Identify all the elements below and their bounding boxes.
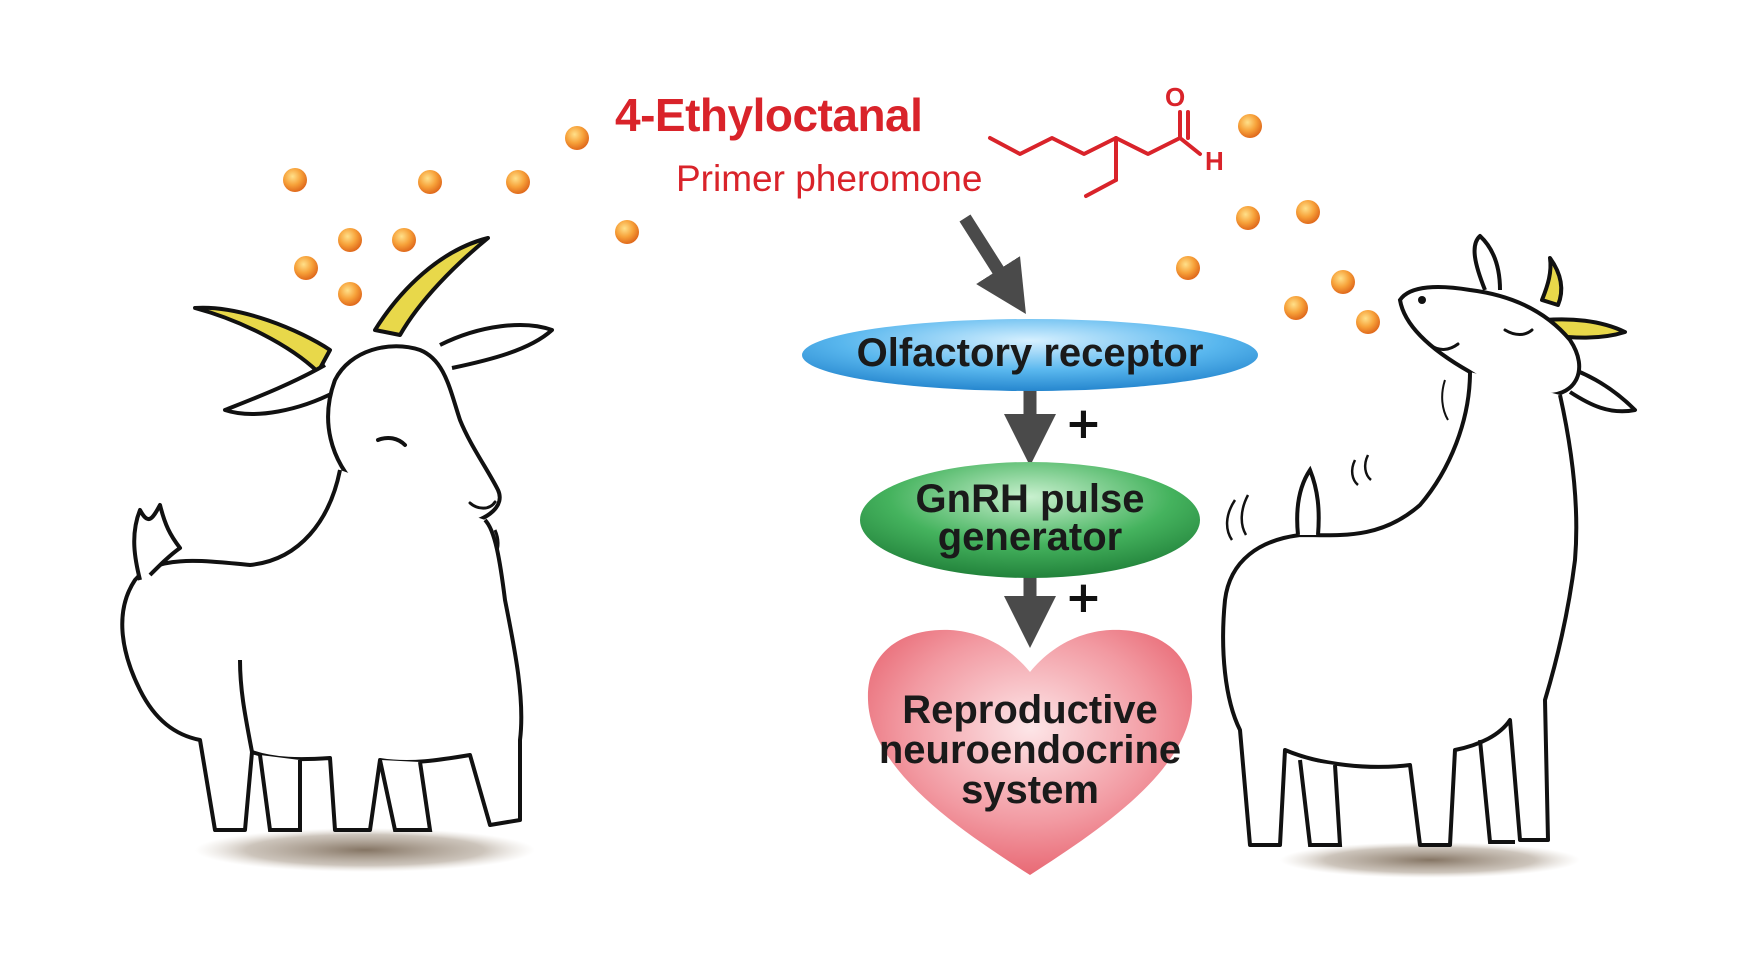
reproductive-system-label: Reproductive neuroendocrine system (860, 690, 1200, 810)
gnrh-pulse-generator-label: GnRH pulse generator (855, 477, 1205, 559)
pheromone-particle-icon (1331, 270, 1355, 294)
pheromone-particle-icon (1356, 310, 1380, 334)
node-line: Reproductive (902, 688, 1158, 732)
pheromone-particle-icon (565, 126, 589, 150)
pheromone-type-label: Primer pheromone (676, 158, 983, 199)
pheromone-particle-icon (283, 168, 307, 192)
pheromone-particle-icon (1238, 114, 1262, 138)
pheromone-particle-icon (1176, 256, 1200, 280)
pheromone-particle-icon (615, 220, 639, 244)
pheromone-particle-icon (418, 170, 442, 194)
pheromone-particle-icon (338, 228, 362, 252)
pheromone-particle-icon (338, 282, 362, 306)
male-goat-icon (120, 236, 554, 872)
pheromone-particle-icon (506, 170, 530, 194)
node-line: neuroendocrine (878, 728, 1182, 772)
node-line: Olfactory receptor (856, 331, 1204, 375)
node-line: GnRH pulse (915, 477, 1145, 521)
node-line: system (961, 768, 1099, 812)
stimulation-plus-2: + (1065, 572, 1102, 623)
stimulation-plus-1: + (1065, 398, 1102, 449)
gnrh-pulse-generator-node (860, 462, 1200, 578)
pheromone-particle-icon (392, 228, 416, 252)
olfactory-receptor-label: Olfactory receptor (805, 331, 1255, 375)
pathway-arrows (959, 214, 1056, 648)
molecule-structure (988, 110, 1202, 198)
oxygen-atom-label: O (1165, 82, 1186, 112)
pheromone-particle-icon (1296, 200, 1320, 224)
compound-name: 4-Ethyloctanal (615, 89, 923, 141)
hydrogen-atom-label: H (1205, 146, 1224, 176)
heart-icon (867, 629, 1193, 875)
node-line: generator (937, 515, 1123, 559)
pheromone-particle-icon (1284, 296, 1308, 320)
pheromone-particle-icon (294, 256, 318, 280)
female-goat-icon (1221, 234, 1637, 878)
olfactory-receptor-node (802, 319, 1258, 391)
pheromone-particles (283, 114, 1380, 334)
arrow-pheromone-to-receptor (959, 214, 1026, 314)
pheromone-particle-icon (1236, 206, 1260, 230)
